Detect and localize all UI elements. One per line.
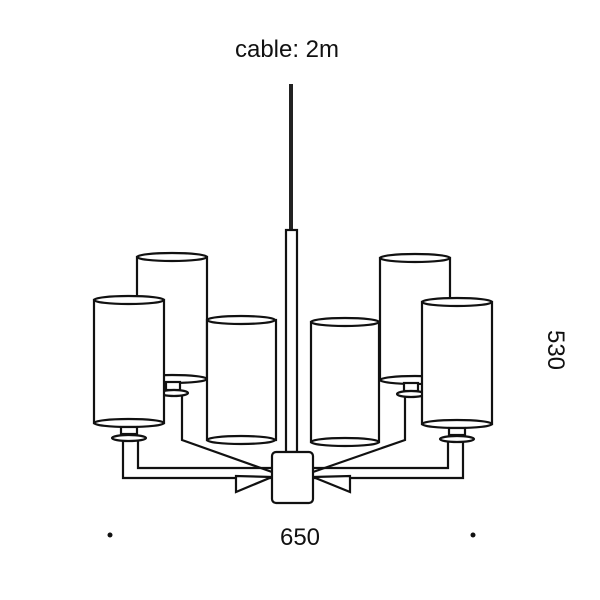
shade-front-right [420,296,494,444]
dimension-dot-left [107,532,113,538]
shade-inner-right [309,316,381,448]
arms [121,392,465,494]
width-dimension-label: 650 [279,524,321,551]
height-dimension-label: 530 [542,329,569,371]
shade-front-left [92,294,166,443]
rod [284,228,299,454]
shade-inner-left [205,314,278,446]
hub [270,450,315,505]
dimension-dot-right [470,532,476,538]
cable-length-label: cable: 2m [234,36,340,63]
